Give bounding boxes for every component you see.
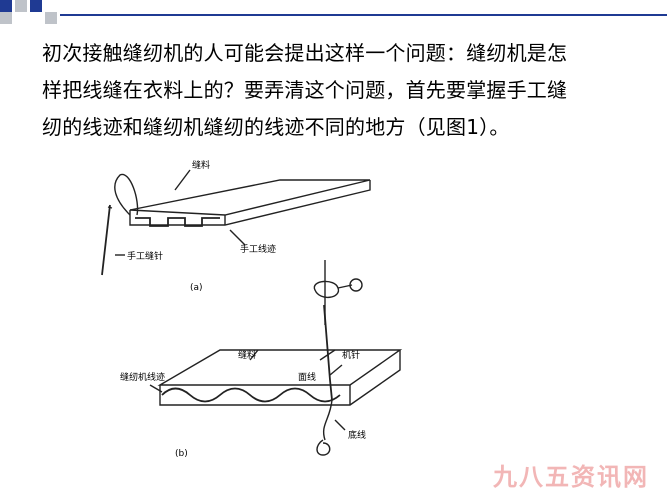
label-a-fabric: 缝料 — [192, 160, 210, 171]
text-line-3: 纫的线迹和缝纫机缝纫的线迹不同的地方（见图1）。 — [42, 115, 510, 139]
watermark: 九八五资讯网 — [493, 463, 649, 491]
fabric-b — [157, 349, 403, 406]
text-line-2: 样把线缝在衣料上的？要弄清这个问题，首先要掌握手工缝 — [42, 78, 568, 102]
label-a-needle: 手工缝针 — [127, 250, 163, 262]
stitch-diagram: 缝料 手工缝针 手工线迹 (a) 缝料 机针 面线 缝纫机线迹 底线 (b) — [101, 160, 403, 459]
label-b-fabric: 缝料 — [238, 349, 256, 361]
fabric-a — [129, 179, 371, 227]
label-b: (b) — [175, 449, 188, 459]
label-a: (a) — [190, 283, 203, 293]
hand-needle — [101, 173, 139, 276]
text-line-1: 初次接触缝纫机的人可能会提出这样一个问题：缝纫机是怎 — [42, 41, 568, 65]
slide-body-text: 初次接触缝纫机的人可能会提出这样一个问题：缝纫机是怎 样把线缝在衣料上的？要弄清… — [42, 35, 642, 146]
header-rule — [60, 14, 667, 16]
header-decoration — [0, 0, 667, 24]
label-b-top-thread: 面线 — [298, 371, 316, 383]
label-b-bottom-thread: 底线 — [348, 429, 366, 441]
machine-needle — [313, 260, 363, 456]
label-a-stitch: 手工线迹 — [240, 243, 276, 255]
label-b-stitch: 缝纫机线迹 — [120, 371, 165, 383]
label-b-needle: 机针 — [342, 349, 360, 361]
